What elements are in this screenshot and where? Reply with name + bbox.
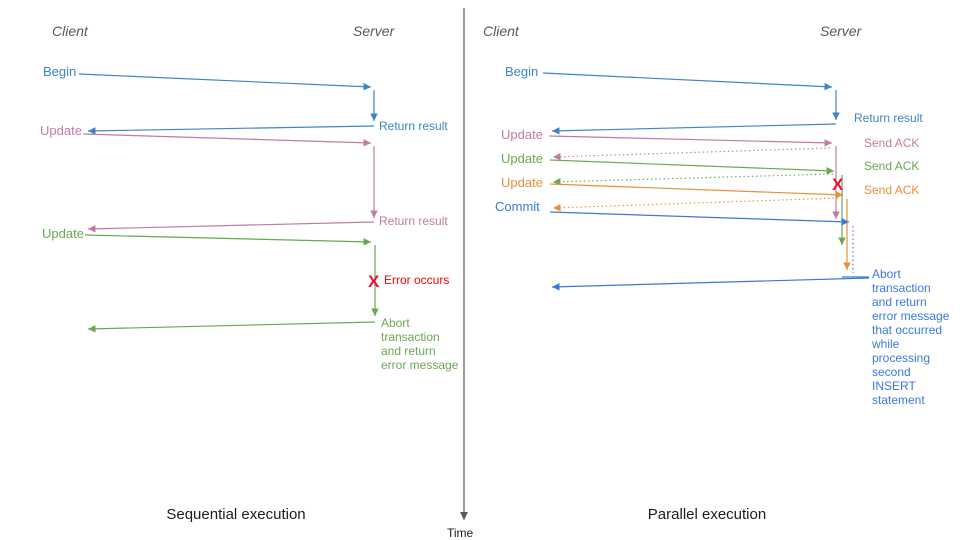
left-abort-return-arrow bbox=[87, 321, 376, 333]
right-update3-request-arrow bbox=[549, 183, 844, 199]
right-abort-line-5: that occurred bbox=[872, 323, 942, 337]
right-commit-request-arrow bbox=[549, 211, 850, 226]
right-abort-line-2: transaction bbox=[872, 281, 931, 295]
right-send-ack3-label: Send ACK bbox=[864, 183, 919, 197]
left-update2-label: Update bbox=[42, 226, 84, 241]
right-begin-label: Begin bbox=[505, 64, 538, 79]
right-abort-return-arrow bbox=[551, 277, 870, 291]
right-return-result-label: Return result bbox=[854, 111, 923, 125]
right-abort-line-4: error message bbox=[872, 309, 950, 323]
right-update1-request-arrow bbox=[548, 135, 833, 147]
right-commit-label: Commit bbox=[495, 199, 540, 214]
left-return-result-arrow-2 bbox=[87, 221, 375, 233]
right-send-ack1-label: Send ACK bbox=[864, 136, 919, 150]
left-abort-line-2: transaction bbox=[381, 330, 440, 344]
left-update1-request-arrow bbox=[82, 133, 372, 147]
right-server-header: Server bbox=[820, 23, 863, 39]
right-error-x-icon: X bbox=[832, 175, 844, 194]
right-abort-line-3: and return bbox=[872, 295, 927, 309]
left-return-result-arrow-1 bbox=[87, 125, 375, 135]
right-abort-line-7: processing bbox=[872, 351, 930, 365]
right-ack3-arrow bbox=[552, 197, 839, 212]
right-abort-line-8: second bbox=[872, 365, 911, 379]
left-server-header: Server bbox=[353, 23, 396, 39]
left-panel-title: Sequential execution bbox=[166, 506, 305, 523]
left-abort-line-1: Abort bbox=[381, 316, 410, 330]
right-begin-request-arrow bbox=[542, 72, 833, 91]
left-return-result-label-1: Return result bbox=[379, 119, 448, 133]
right-update1-label: Update bbox=[501, 127, 543, 142]
right-ack2-arrow bbox=[552, 173, 834, 186]
right-panel-title: Parallel execution bbox=[648, 506, 766, 523]
left-update2-request-arrow bbox=[84, 234, 372, 246]
right-ack1-arrow bbox=[552, 147, 831, 161]
right-send-ack2-label: Send ACK bbox=[864, 159, 919, 173]
left-error-x-icon: X bbox=[368, 272, 380, 291]
right-update2-label: Update bbox=[501, 151, 543, 166]
right-update3-label: Update bbox=[501, 175, 543, 190]
left-update1-label: Update bbox=[40, 123, 82, 138]
left-return-result-label-2: Return result bbox=[379, 214, 448, 228]
left-abort-line-4: error message bbox=[381, 358, 459, 372]
right-abort-line-1: Abort bbox=[872, 267, 901, 281]
left-client-header: Client bbox=[52, 23, 89, 39]
right-return-result-arrow bbox=[551, 123, 837, 135]
time-axis-label: Time bbox=[447, 526, 474, 540]
right-abort-line-10: statement bbox=[872, 393, 925, 407]
left-abort-line-3: and return bbox=[381, 344, 436, 358]
left-begin-request-arrow bbox=[78, 73, 372, 91]
right-update2-request-arrow bbox=[549, 159, 835, 175]
right-abort-line-6: while bbox=[871, 337, 900, 351]
left-error-occurs-label: Error occurs bbox=[384, 273, 449, 287]
right-client-header: Client bbox=[483, 23, 520, 39]
right-abort-line-9: INSERT bbox=[872, 379, 916, 393]
left-begin-label: Begin bbox=[43, 64, 76, 79]
